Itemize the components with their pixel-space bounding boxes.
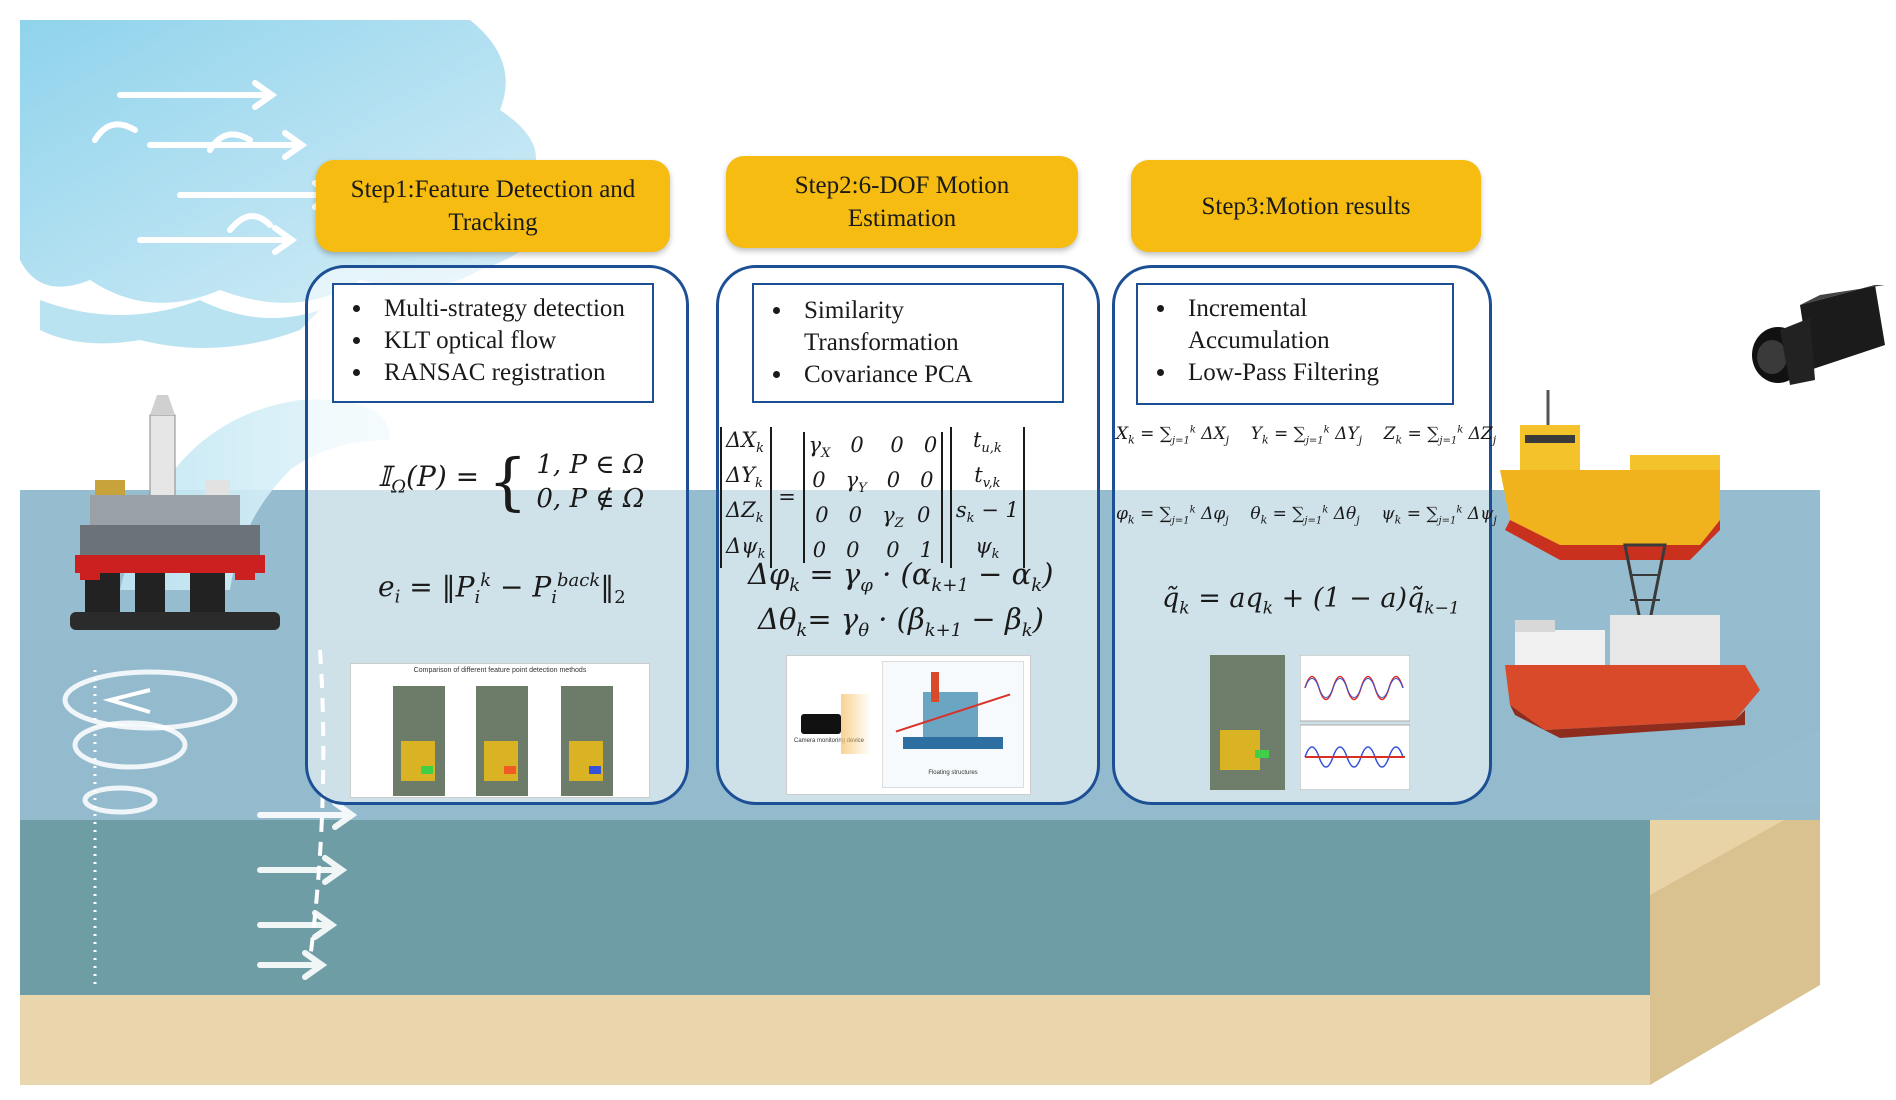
thumbnail-camera-label: Camera monitoring device xyxy=(793,738,865,744)
roll-increment-equation: Δφk = γφ · (αk+1 − αk) xyxy=(748,557,1054,596)
position-accumulation-equations: Xk = ∑j=1k ΔXj Yk = ∑j=1k ΔYj Zk = ∑j=1k… xyxy=(1116,423,1497,447)
motion-results-plot xyxy=(1300,655,1410,790)
step1-bullet: RANSAC registration xyxy=(374,357,642,389)
feature-detection-thumbnail: Comparison of different feature point de… xyxy=(350,663,650,798)
step3-bullet-box: Incremental Accumulation Low-Pass Filter… xyxy=(1136,283,1454,405)
camera-monitoring-icon xyxy=(801,714,841,734)
step1-header: Step1:Feature Detection and Tracking xyxy=(316,160,670,252)
drill-ship-icon xyxy=(1505,543,1760,738)
supply-vessel-icon xyxy=(1500,390,1720,560)
thumbnail-floating-label: Floating structures xyxy=(928,770,978,776)
step2-bullet: Similarity Transformation xyxy=(794,295,1004,359)
seabed-side xyxy=(1650,800,1820,1085)
step1-bullet-box: Multi-strategy detection KLT optical flo… xyxy=(332,283,654,403)
angle-accumulation-equations: φk = ∑j=1k Δφj θk = ∑j=1k Δθj ψk = ∑j=1k… xyxy=(1116,503,1497,527)
current-arrow-icon xyxy=(257,800,358,980)
motion-estimation-thumbnail: Camera monitoring device Floating struct… xyxy=(786,655,1031,795)
low-pass-filter-equation: q̃k = aqk + (1 − a)q̃k−1 xyxy=(1162,583,1460,619)
step2-bullet: Covariance PCA xyxy=(794,359,1052,391)
step3-header: Step3:Motion results xyxy=(1131,160,1481,252)
motion-results-thumbnail xyxy=(1205,640,1415,795)
vortex-icon xyxy=(62,649,326,985)
pitch-increment-equation: Δθk= γθ · (βk+1 − βk) xyxy=(758,602,1044,641)
step2-header: Step2:6-DOF Motion Estimation xyxy=(726,156,1078,248)
step3-bullet: Incremental Accumulation xyxy=(1178,293,1378,357)
thumbnail-title: Comparison of different feature point de… xyxy=(413,667,587,674)
step1-bullet: Multi-strategy detection xyxy=(374,293,642,325)
sea-deep-front xyxy=(20,820,1650,995)
step1-bullet: KLT optical flow xyxy=(374,325,642,357)
wind-arrow-icon xyxy=(92,80,338,255)
step3-bullet: Low-Pass Filtering xyxy=(1178,357,1442,389)
tracking-error-equation: ei = ‖Pik − Piback‖2 xyxy=(378,570,626,608)
oil-rig-icon xyxy=(70,395,280,630)
camera-icon xyxy=(1752,285,1885,385)
step2-bullet-box: Similarity Transformation Covariance PCA xyxy=(752,283,1064,403)
